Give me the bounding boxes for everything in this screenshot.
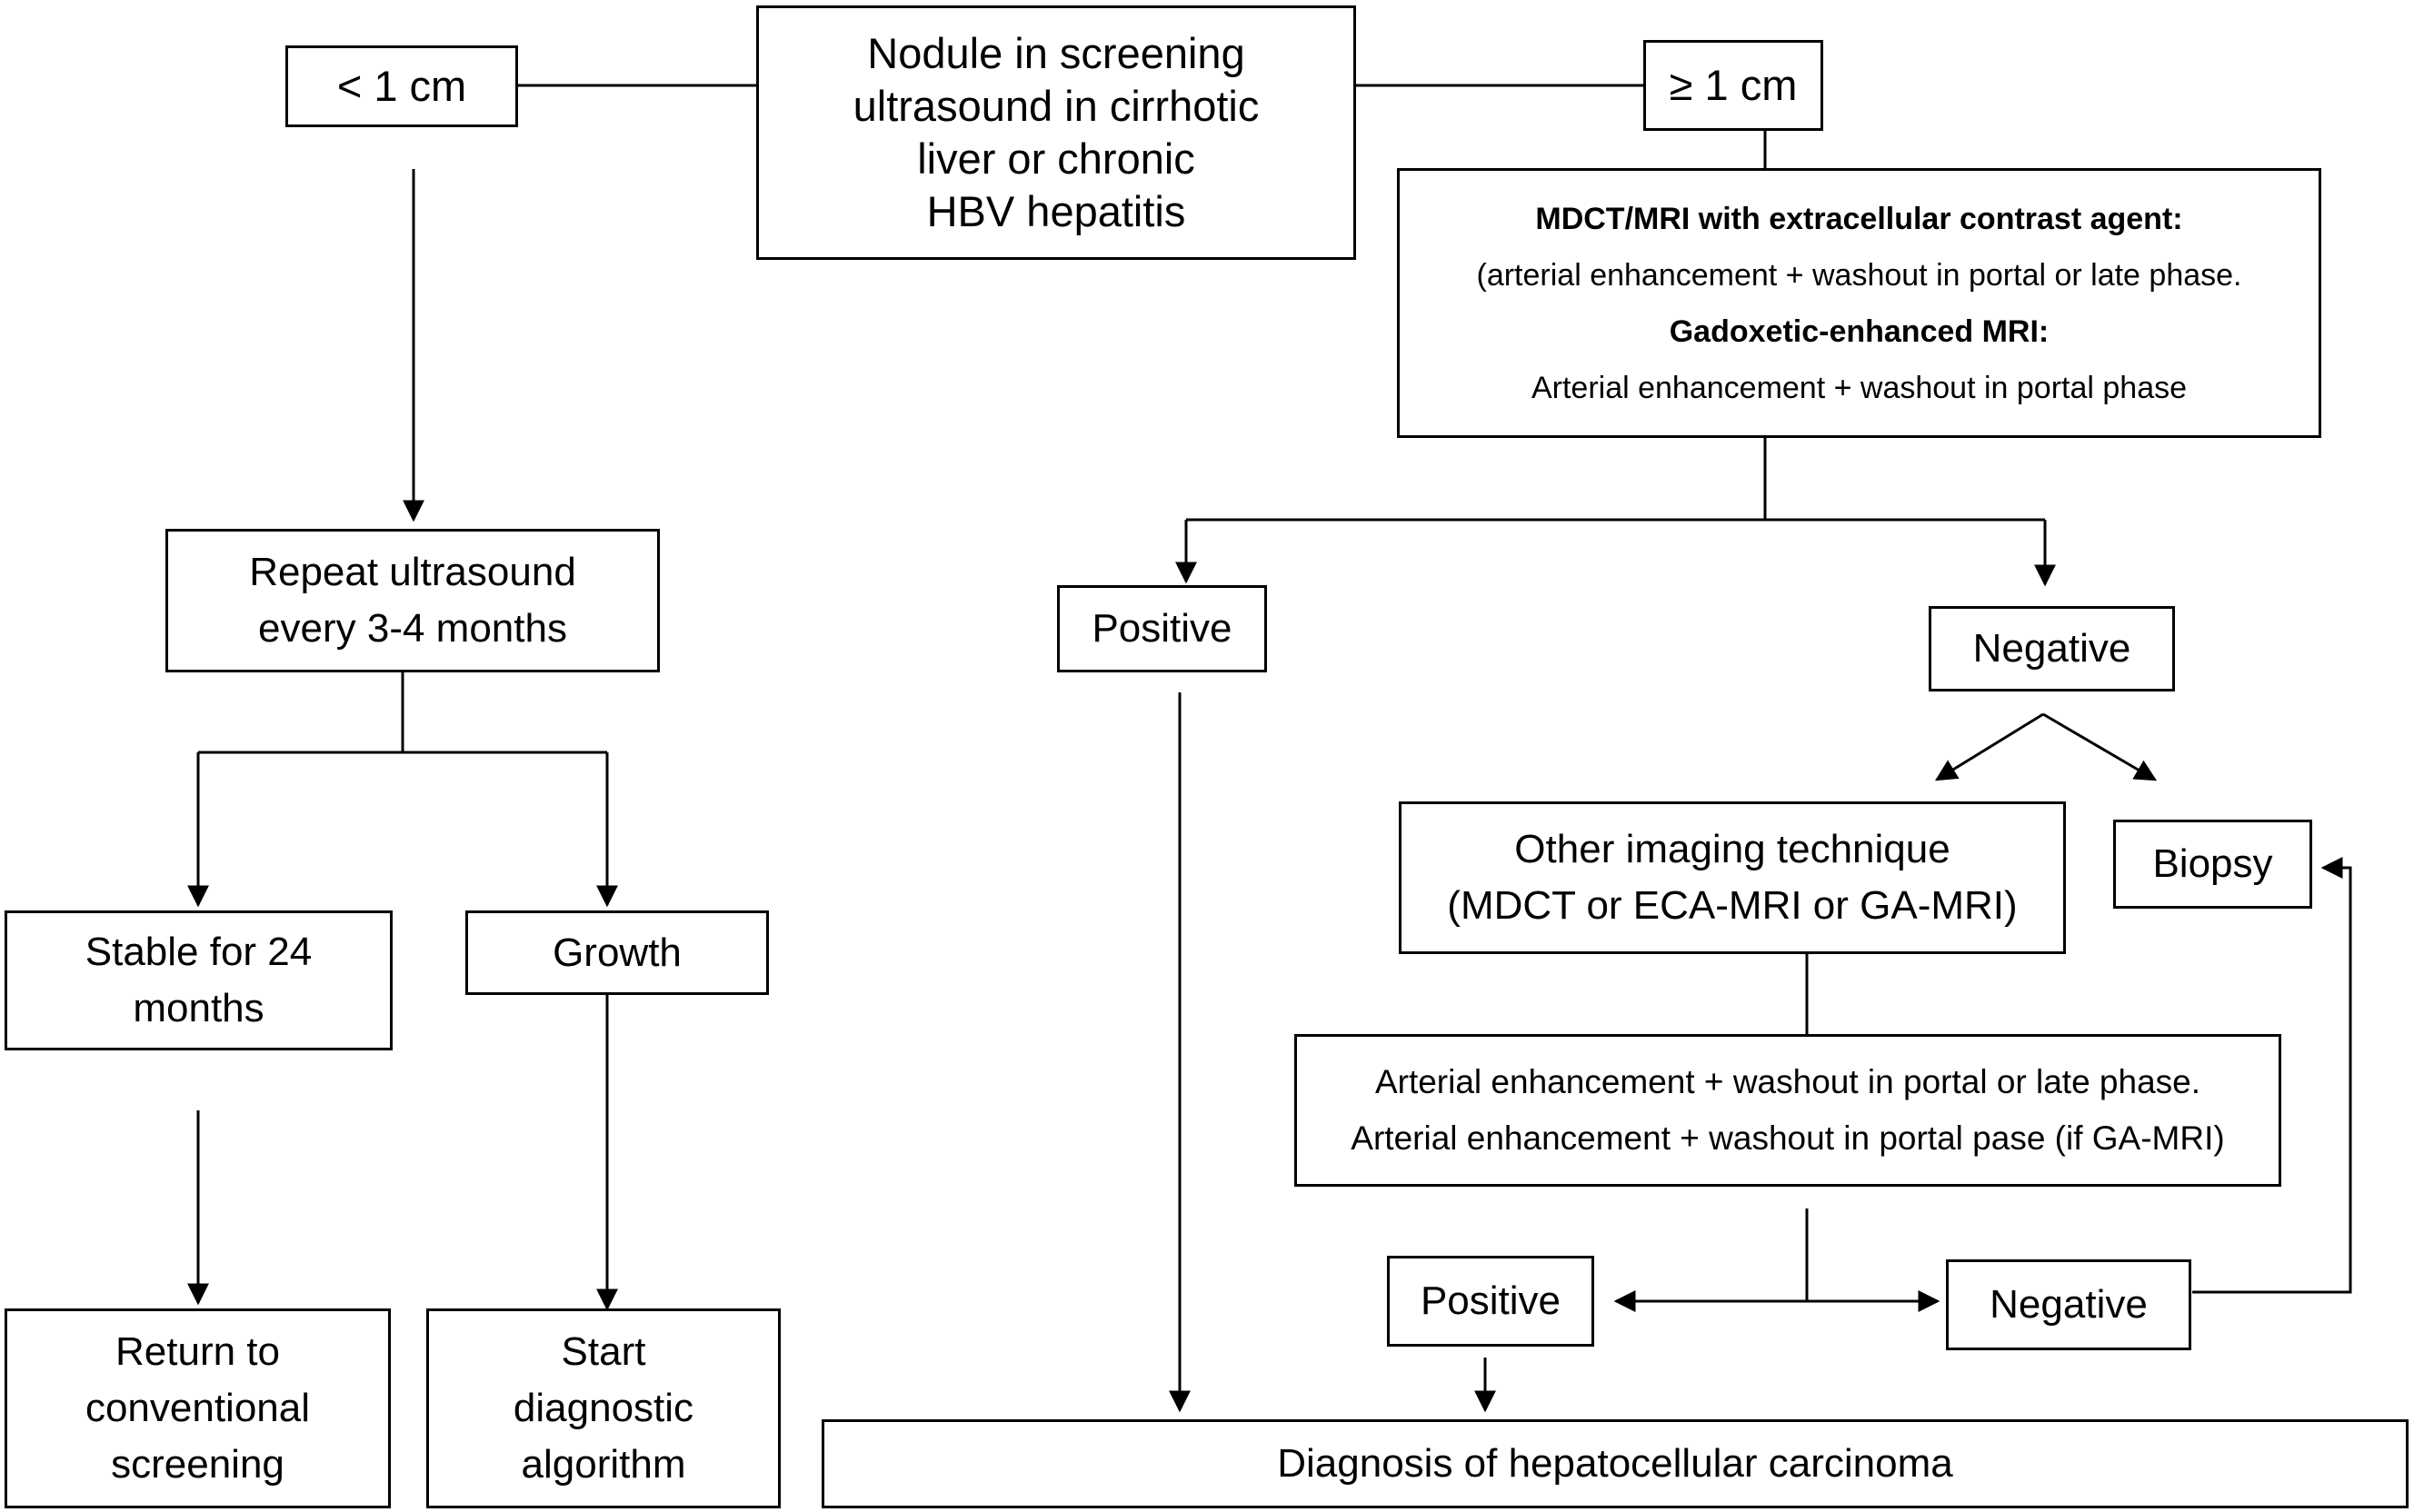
criteria-2-line: Arterial enhancement + washout in portal…	[1374, 1063, 2201, 1100]
start-line: Nodule in screening	[867, 29, 1245, 77]
return-line: screening	[111, 1442, 284, 1487]
criteria-2-line: Arterial enhancement + washout in portal…	[1351, 1119, 2225, 1157]
imaging-ext-title: MDCT/MRI with extracellular contrast age…	[1535, 201, 2183, 236]
small-nodule-label: < 1 cm	[336, 62, 467, 110]
start-algorithm-node: Start diagnostic algorithm	[426, 1308, 781, 1508]
imaging-gad-title: Gadoxetic-enhanced MRI:	[1669, 313, 2050, 349]
stable-node: Stable for 24 months	[5, 910, 393, 1050]
imaging-criteria-node: MDCT/MRI with extracellular contrast age…	[1397, 168, 2321, 438]
positive-node-2: Positive	[1387, 1256, 1594, 1347]
diagnosis-node: Diagnosis of hepatocellular carcinoma	[822, 1419, 2409, 1508]
start-algorithm-line: algorithm	[521, 1442, 686, 1487]
biopsy-node: Biopsy	[2113, 820, 2312, 909]
repeat-ultrasound-node: Repeat ultrasound every 3-4 months	[165, 529, 660, 672]
stable-line: months	[133, 986, 264, 1030]
positive-label-1: Positive	[1092, 606, 1232, 651]
start-node: Nodule in screening ultrasound in cirrho…	[756, 5, 1356, 260]
start-algorithm-line: Start	[561, 1329, 646, 1374]
arrow-negative1-to-other	[1934, 712, 2044, 781]
return-line: Return to	[115, 1329, 280, 1374]
other-imaging-line: Other imaging technique	[1514, 827, 1950, 871]
return-screening-node: Return to conventional screening	[5, 1308, 391, 1508]
other-imaging-line: (MDCT or ECA-MRI or GA-MRI)	[1447, 883, 2018, 928]
start-algorithm-line: diagnostic	[513, 1386, 694, 1430]
biopsy-label: Biopsy	[2152, 841, 2273, 886]
diagnosis-label: Diagnosis of hepatocellular carcinoma	[1277, 1441, 1953, 1486]
negative-label-1: Negative	[1972, 626, 2131, 671]
start-line: liver or chronic	[917, 134, 1195, 183]
start-line: ultrasound in cirrhotic	[853, 82, 1260, 130]
growth-node: Growth	[465, 910, 769, 995]
imaging-ext-text: (arterial enhancement + washout in porta…	[1476, 257, 2242, 293]
criteria-2-node: Arterial enhancement + washout in portal…	[1294, 1034, 2281, 1187]
small-nodule-node: < 1 cm	[285, 45, 518, 127]
growth-label: Growth	[553, 930, 682, 975]
large-nodule-label: ≥ 1 cm	[1669, 61, 1798, 109]
repeat-ultrasound-line: Repeat ultrasound	[249, 550, 576, 594]
arrow-negative1-to-biopsy	[2042, 712, 2158, 781]
positive-label-2: Positive	[1420, 1278, 1561, 1323]
stable-line: Stable for 24	[85, 930, 313, 974]
return-line: conventional	[85, 1386, 311, 1430]
negative-node-2: Negative	[1946, 1259, 2191, 1350]
negative-node-1: Negative	[1929, 606, 2175, 691]
other-imaging-node: Other imaging technique (MDCT or ECA-MRI…	[1399, 801, 2066, 954]
start-line: HBV hepatitis	[926, 187, 1186, 235]
repeat-ultrasound-line: every 3-4 months	[258, 606, 567, 651]
positive-node-1: Positive	[1057, 585, 1267, 672]
negative-label-2: Negative	[1990, 1282, 2148, 1327]
large-nodule-node: ≥ 1 cm	[1643, 40, 1823, 131]
imaging-gad-text: Arterial enhancement + washout in portal…	[1531, 370, 2188, 405]
